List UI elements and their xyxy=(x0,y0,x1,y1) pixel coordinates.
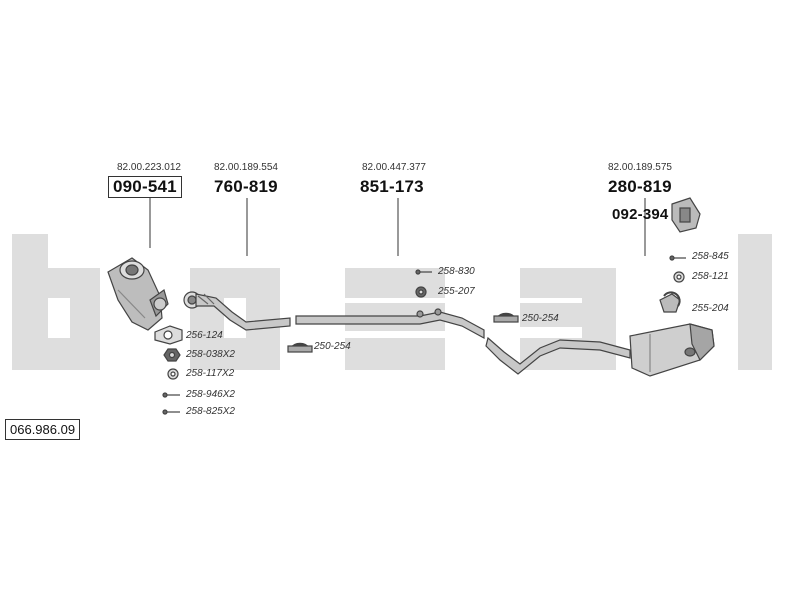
accessory-label[interactable]: 250-254 xyxy=(522,313,559,324)
middle-pipe-icon xyxy=(295,308,485,340)
accessory-label[interactable]: 258-845 xyxy=(692,251,729,262)
hanger-icon xyxy=(415,286,427,298)
oe-number: 82.00.447.377 xyxy=(362,162,426,173)
catalytic-converter-icon xyxy=(107,257,169,331)
accessory-label[interactable]: 256-124 xyxy=(186,330,223,341)
accessory-label[interactable]: 250-254 xyxy=(314,341,351,352)
leader-lines xyxy=(149,198,646,256)
rubber-mount-icon xyxy=(671,197,701,233)
stud-icon xyxy=(162,409,180,415)
nut-icon xyxy=(163,348,181,362)
accessory-label[interactable]: 258-117X2 xyxy=(186,368,235,379)
part-number[interactable]: 851-173 xyxy=(360,177,424,196)
oe-number: 82.00.189.554 xyxy=(214,162,278,173)
bolt-icon xyxy=(415,269,432,275)
accessory-label[interactable]: 258-038X2 xyxy=(186,349,235,360)
clamp-icon xyxy=(287,342,313,353)
accessory-label[interactable]: 258-830 xyxy=(438,266,475,277)
front-pipe-icon xyxy=(183,291,291,331)
washer-icon xyxy=(167,368,179,380)
part-number[interactable]: 090-541 xyxy=(108,176,182,198)
accessory-label[interactable]: 255-204 xyxy=(692,303,729,314)
accessory-label[interactable]: 258-946X2 xyxy=(186,389,235,400)
catalog-reference: 066.986.09 xyxy=(5,419,81,440)
part-number[interactable]: 760-819 xyxy=(214,177,278,196)
bolt-icon xyxy=(162,392,180,398)
oe-number: 82.00.189.575 xyxy=(608,162,672,173)
accessory-label[interactable]: 258-825X2 xyxy=(186,406,235,417)
bolt-icon xyxy=(669,255,686,261)
rear-silencer-icon xyxy=(485,323,715,377)
washer-icon xyxy=(673,271,685,283)
part-number[interactable]: 280-819 xyxy=(608,177,672,196)
oe-number: 82.00.223.012 xyxy=(117,162,181,173)
clamp-icon xyxy=(493,312,519,323)
accessory-label[interactable]: 255-207 xyxy=(438,286,475,297)
gasket-icon xyxy=(154,325,183,345)
clamp-icon xyxy=(659,291,681,313)
part-number[interactable]: 092-394 xyxy=(612,206,669,223)
accessory-label[interactable]: 258-121 xyxy=(692,271,729,282)
